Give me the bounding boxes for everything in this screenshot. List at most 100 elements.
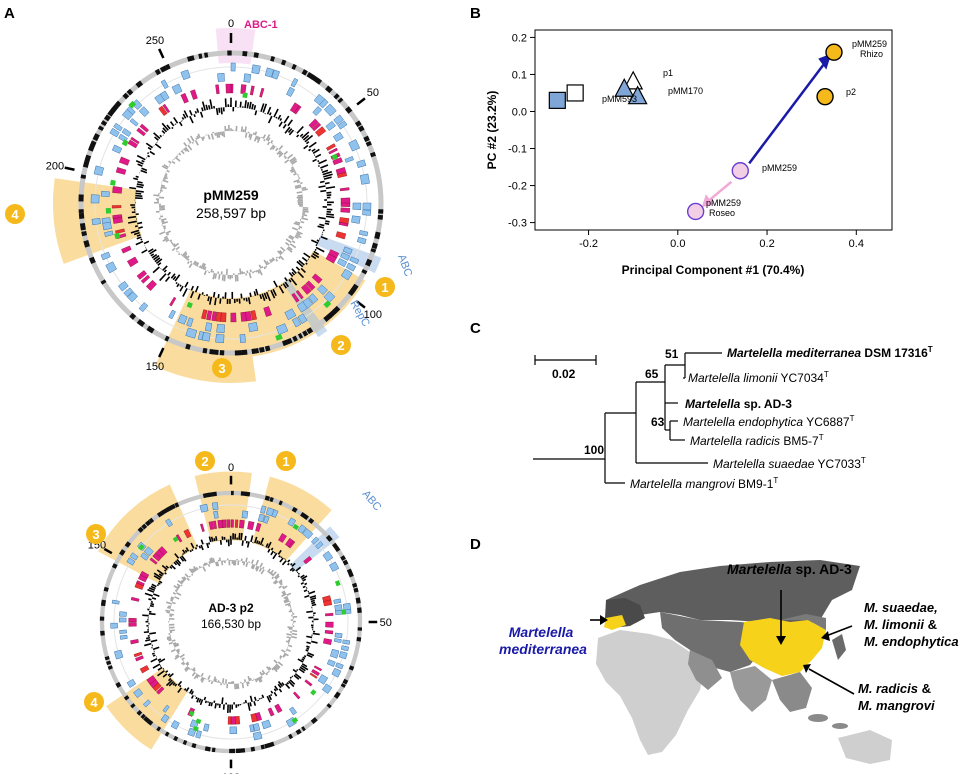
gc-bar bbox=[176, 558, 182, 565]
gc-bar bbox=[166, 124, 171, 130]
gc-bar bbox=[217, 293, 220, 299]
pca-point bbox=[686, 202, 705, 221]
gc-bar bbox=[301, 131, 310, 139]
gene-block bbox=[226, 519, 231, 528]
skew-bar bbox=[284, 156, 287, 160]
skew-bar bbox=[166, 169, 170, 173]
gc-bar bbox=[173, 116, 179, 124]
gene-block bbox=[136, 270, 147, 280]
gene-mark bbox=[269, 496, 274, 503]
skew-bar bbox=[160, 215, 164, 218]
gene-mark bbox=[203, 52, 209, 58]
gene-block bbox=[308, 293, 319, 304]
gene-mark bbox=[164, 731, 170, 737]
gene-mark bbox=[219, 350, 225, 356]
gene-mark bbox=[209, 348, 214, 355]
gene-mark bbox=[130, 703, 136, 709]
gene-block bbox=[297, 524, 307, 534]
gene-block bbox=[118, 156, 130, 166]
gene-mark bbox=[100, 599, 107, 607]
skew-bar bbox=[166, 601, 173, 605]
gene-block bbox=[152, 552, 162, 562]
scale-bar-label: 0.02 bbox=[552, 367, 576, 381]
gene-block bbox=[278, 533, 287, 543]
gene-block bbox=[342, 639, 351, 645]
gene-mark bbox=[204, 746, 211, 752]
gc-bar bbox=[320, 236, 328, 240]
gc-bar bbox=[270, 690, 274, 694]
taxon-label: Martelella sp. AD-3 bbox=[685, 397, 792, 411]
gc-bar bbox=[183, 688, 187, 691]
gc-bar bbox=[308, 590, 316, 595]
skew-bar bbox=[176, 588, 179, 591]
center-disk bbox=[174, 565, 288, 679]
gc-bar bbox=[321, 169, 329, 174]
panel-label-a: A bbox=[4, 5, 15, 22]
gc-bar bbox=[174, 553, 180, 559]
skew-bar bbox=[293, 171, 297, 174]
gc-bar bbox=[288, 271, 294, 278]
point-label-pmm259: pMM259 bbox=[762, 163, 797, 173]
gc-bar bbox=[266, 695, 271, 703]
gc-bar bbox=[312, 632, 320, 636]
skew-bar bbox=[169, 239, 173, 242]
gc-bar bbox=[316, 239, 320, 242]
gene-mark bbox=[357, 627, 363, 631]
gc-bar bbox=[152, 646, 160, 651]
gene-mark bbox=[156, 726, 162, 732]
gc-bar bbox=[189, 549, 192, 553]
gc-bar bbox=[249, 292, 252, 298]
skew-bar bbox=[272, 579, 278, 584]
skew-bar bbox=[202, 136, 205, 140]
skew-bar bbox=[289, 168, 295, 172]
skew-bar bbox=[264, 265, 268, 268]
skew-bar bbox=[210, 268, 213, 273]
gene-block bbox=[230, 62, 236, 72]
skew-bar bbox=[283, 653, 287, 657]
skew-bar bbox=[184, 667, 190, 673]
skew-bar bbox=[173, 642, 180, 647]
gene-mark bbox=[308, 517, 315, 524]
gc-bar bbox=[326, 191, 332, 194]
gene-block bbox=[158, 546, 168, 556]
gene-block bbox=[362, 202, 372, 211]
gc-bar bbox=[239, 101, 242, 108]
point-label-pmm259-roseo: pMM259 bbox=[706, 198, 741, 208]
gene-block bbox=[263, 306, 272, 317]
gc-bar bbox=[150, 585, 156, 590]
gene-mark bbox=[207, 492, 214, 498]
region-badge bbox=[375, 277, 395, 297]
skew-bar bbox=[203, 562, 207, 566]
gc-bar bbox=[165, 679, 173, 687]
spain-highlight bbox=[604, 615, 626, 630]
gene-mark bbox=[140, 713, 146, 720]
arrowhead bbox=[701, 194, 714, 208]
gc-bar bbox=[205, 104, 209, 111]
gene-mark bbox=[304, 514, 309, 521]
skew-bar bbox=[272, 666, 278, 673]
gene-mark bbox=[164, 335, 170, 342]
gene-block bbox=[139, 665, 150, 674]
skew-bar bbox=[282, 591, 286, 595]
gene-mark bbox=[245, 491, 251, 497]
skew-bar bbox=[274, 580, 279, 585]
gc-bar bbox=[308, 141, 317, 149]
skew-bar bbox=[284, 597, 289, 600]
gene-block bbox=[215, 333, 225, 344]
skew-bar bbox=[168, 160, 172, 164]
skew-bar bbox=[165, 230, 172, 235]
skew-bar bbox=[254, 565, 259, 570]
gene-block bbox=[114, 649, 124, 660]
gc-bar bbox=[174, 683, 178, 687]
skew-bar bbox=[165, 609, 171, 613]
gc-bar bbox=[220, 107, 223, 115]
skew-bar bbox=[170, 648, 176, 653]
gc-bar bbox=[147, 146, 152, 151]
gene-mark bbox=[301, 69, 308, 76]
gene-block bbox=[162, 103, 171, 114]
gene-block bbox=[297, 313, 308, 324]
gene-mark bbox=[357, 607, 362, 613]
skew-bar bbox=[286, 247, 293, 253]
gene-mark bbox=[186, 55, 195, 62]
